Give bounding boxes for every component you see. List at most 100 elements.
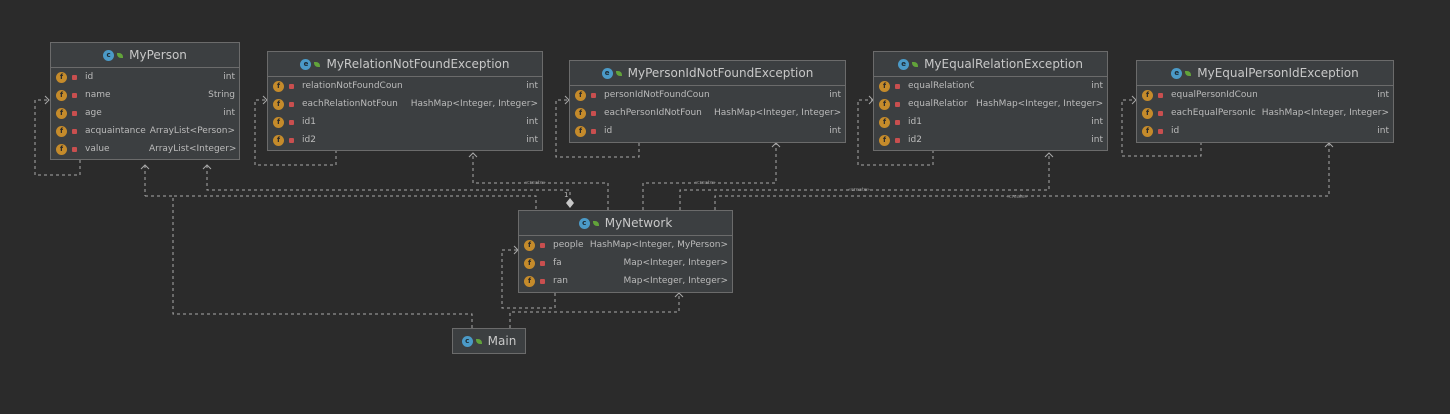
class-header: e MyEqualRelationException	[874, 52, 1107, 77]
exception-class-icon: e	[300, 58, 312, 70]
field-type: HashMap<Integer, Integer>	[976, 99, 1104, 109]
leaf-icon	[117, 52, 124, 58]
field-icon: f	[56, 143, 67, 155]
field-row[interactable]: f personIdNotFoundCoun int	[570, 86, 845, 104]
field-name: fa	[553, 258, 562, 268]
field-type: int	[1091, 135, 1103, 145]
field-type: int	[1091, 81, 1103, 91]
field-icon: f	[1142, 125, 1153, 137]
field-name: eachRelationNotFoun	[302, 99, 398, 109]
field-type: int	[829, 126, 841, 136]
class-header: e MyPersonIdNotFoundException	[570, 61, 845, 86]
field-name: acquaintance	[85, 126, 146, 136]
field-name: age	[85, 108, 102, 118]
field-icon: f	[524, 275, 535, 287]
field-icon: f	[273, 134, 284, 146]
field-name: id2	[302, 135, 316, 145]
class-mypersonidnotfoundexception[interactable]: e MyPersonIdNotFoundException f personIdN…	[569, 60, 846, 143]
field-name: equalRelationCoun	[908, 81, 974, 91]
field-name: personIdNotFoundCoun	[604, 90, 710, 100]
class-header: c MyNetwork	[519, 211, 732, 236]
field-name: id1	[908, 117, 922, 127]
leaf-icon	[912, 61, 919, 67]
field-type: HashMap<Integer, Integer>	[410, 99, 538, 109]
field-icon: f	[575, 125, 586, 137]
field-name: people	[553, 240, 584, 250]
class-name: MyEqualRelationException	[924, 57, 1083, 71]
class-header: e MyRelationNotFoundException	[268, 52, 542, 77]
lock-icon	[591, 92, 596, 98]
field-type: int	[1377, 126, 1389, 136]
leaf-icon	[615, 70, 622, 76]
field-icon: f	[879, 98, 890, 110]
leaf-icon	[314, 61, 321, 67]
field-name: ran	[553, 276, 568, 286]
lock-icon	[540, 278, 545, 284]
field-type: int	[829, 90, 841, 100]
field-icon: f	[56, 107, 67, 119]
field-name: id	[604, 126, 613, 136]
field-icon: f	[524, 257, 535, 269]
field-type: int	[526, 81, 538, 91]
class-mynetwork[interactable]: c MyNetwork f people HashMap<Integer, MyPe…	[518, 210, 733, 293]
class-icon: c	[461, 335, 473, 347]
lock-icon	[540, 260, 545, 266]
field-row[interactable]: f age int	[51, 104, 239, 122]
field-icon: f	[879, 80, 890, 92]
class-name: MyEqualPersonIdException	[1197, 66, 1359, 80]
field-icon: f	[273, 98, 284, 110]
field-list: f equalRelationCoun int fequalRelatiorHashM…	[874, 77, 1107, 149]
class-main[interactable]: c Main	[452, 328, 526, 354]
field-type: HashMap<Integer, MyPerson>	[589, 240, 728, 250]
lock-icon	[591, 128, 596, 134]
class-header: c MyPerson	[51, 43, 239, 68]
field-icon: f	[575, 89, 586, 101]
lock-icon	[72, 110, 77, 116]
field-icon: f	[56, 89, 67, 101]
field-icon: f	[1142, 89, 1153, 101]
field-row[interactable]: f id int	[570, 122, 845, 140]
lock-icon	[540, 242, 545, 248]
field-row[interactable]: f eachRelationNotFoun HashMap<Integer, Int…	[268, 95, 542, 113]
field-row[interactable]: f equalRelationCoun int	[874, 77, 1107, 95]
lock-icon	[1158, 92, 1163, 98]
field-type: String	[208, 90, 235, 100]
field-type: Map<Integer, Integer>	[623, 258, 728, 268]
field-type: int	[223, 108, 235, 118]
field-type: HashMap<Integer, Integer>	[714, 108, 842, 118]
field-icon: f	[879, 134, 890, 146]
lock-icon	[289, 119, 294, 125]
lock-icon	[895, 137, 900, 143]
field-type: int	[223, 72, 235, 82]
field-name: equalPersonIdCoun	[1171, 90, 1257, 100]
create-label-4: «create»	[1006, 194, 1028, 200]
field-icon: f	[1142, 107, 1153, 119]
field-icon: f	[575, 107, 586, 119]
field-row[interactable]: f fa Map<Integer, Integer>	[519, 254, 732, 272]
class-name: MyPerson	[129, 48, 187, 62]
create-label-1: «create»	[524, 180, 546, 186]
field-name: eachEqualPersonIc	[1171, 108, 1256, 118]
class-name: MyNetwork	[604, 216, 673, 230]
